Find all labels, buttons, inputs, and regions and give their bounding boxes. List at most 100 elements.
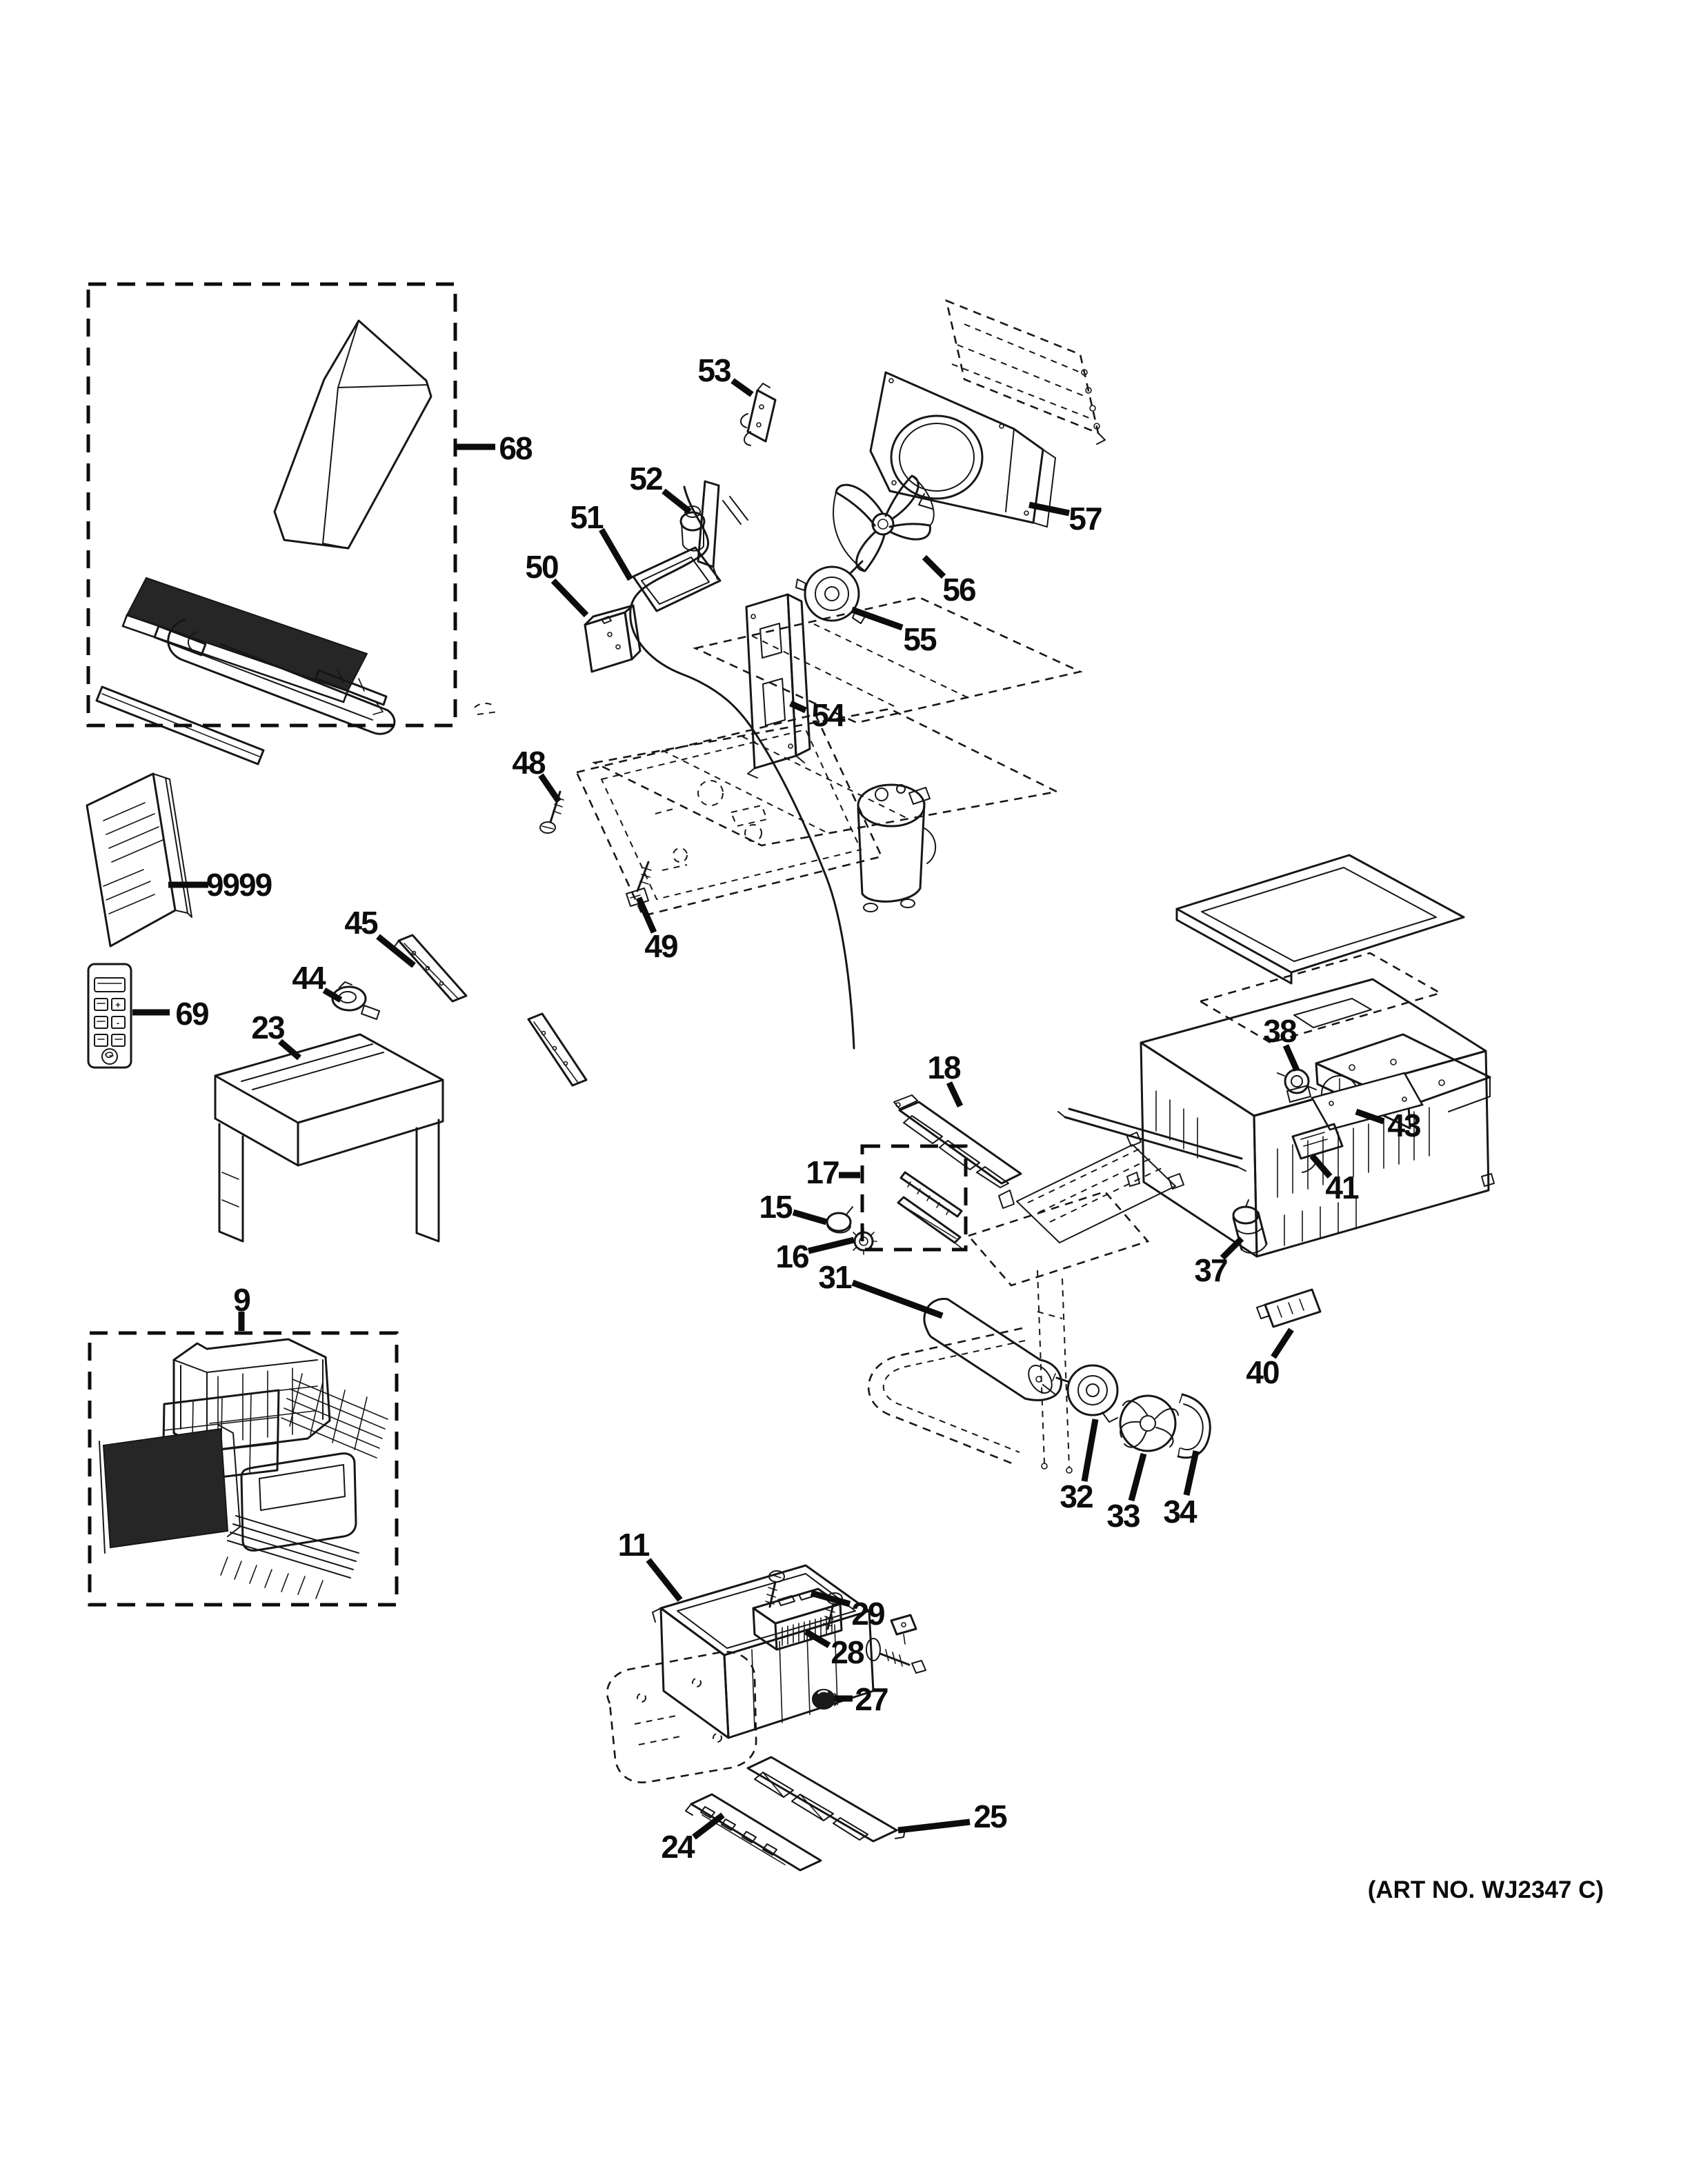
remote-button	[94, 1034, 108, 1047]
callout-53: 53	[697, 352, 754, 397]
leader-line-28	[804, 1629, 831, 1648]
remote-plus-label: +	[115, 1000, 121, 1010]
leader-line-32	[1081, 1419, 1099, 1482]
callout-18: 18	[927, 1050, 964, 1108]
terminal-board-part-40	[1256, 1288, 1322, 1328]
part-number-68: 68	[499, 430, 533, 466]
leader-line-45	[376, 934, 416, 968]
fan-shroud-part-57	[869, 371, 1056, 528]
leader-line-56	[922, 554, 946, 579]
seal-strip-parts	[95, 625, 388, 765]
guide-rail-part	[393, 934, 468, 1003]
part-number-24: 24	[661, 1829, 695, 1865]
callout-48: 48	[512, 745, 561, 803]
leader-line-11	[646, 1558, 683, 1602]
callout-11: 11	[618, 1527, 683, 1602]
leader-line-40	[1271, 1328, 1294, 1359]
leader-line-50	[550, 578, 589, 618]
remote-plus-button	[111, 998, 126, 1011]
part-number-17: 17	[806, 1154, 839, 1190]
callout-37: 37	[1194, 1236, 1244, 1288]
part-number-56: 56	[942, 572, 975, 608]
blower-wheel-part-31	[923, 1298, 1062, 1401]
callout-54: 54	[789, 697, 847, 733]
callout-43: 43	[1355, 1108, 1422, 1143]
callout-45: 45	[344, 905, 416, 968]
part-number-55: 55	[903, 621, 937, 657]
insulation-panel-part	[591, 596, 1084, 847]
group-boxes-layer	[86, 282, 968, 1607]
fan-blade-part-56	[833, 474, 935, 572]
callout-50: 50	[525, 549, 589, 618]
callout-57: 57	[1028, 501, 1103, 537]
leader-line-51	[599, 528, 633, 581]
part-number-29: 29	[851, 1596, 884, 1632]
callout-31: 31	[818, 1259, 944, 1319]
bracket-part-53	[740, 383, 777, 446]
callout-27: 27	[835, 1681, 889, 1717]
callout-40: 40	[1246, 1328, 1294, 1390]
callout-56: 56	[922, 554, 977, 608]
front-panel-part	[240, 1452, 357, 1552]
motor-bracket-part-54	[745, 593, 811, 779]
cabinet-insulation-sheet-part	[1197, 952, 1443, 1044]
leader-line-38	[1282, 1044, 1300, 1072]
callout-38: 38	[1263, 1013, 1300, 1072]
leader-line-25	[897, 1819, 971, 1834]
callout-16: 16	[775, 1236, 855, 1274]
part-number-38: 38	[1263, 1013, 1297, 1049]
part-number-25: 25	[973, 1799, 1007, 1834]
part-number-28: 28	[831, 1634, 864, 1670]
owners-manual-part	[86, 772, 192, 948]
small-clip-part	[474, 703, 499, 715]
part-number-34: 34	[1163, 1494, 1197, 1530]
leader-line-34	[1183, 1450, 1200, 1496]
part-number-16: 16	[775, 1239, 808, 1274]
remote-minus-button	[111, 1016, 126, 1029]
leader-line-15	[792, 1209, 828, 1225]
part-number-54: 54	[811, 697, 846, 733]
part-number-57: 57	[1068, 501, 1102, 537]
part-number-48: 48	[512, 745, 546, 781]
part-number-9999: 9999	[206, 867, 272, 903]
remote-button	[94, 998, 108, 1011]
leader-line-31	[851, 1279, 944, 1319]
capacitor-box-part-50	[584, 604, 642, 673]
fan-hub-part-33	[1119, 1394, 1179, 1452]
callout-9999: 9999	[168, 867, 273, 903]
callout-41: 41	[1309, 1154, 1360, 1205]
cabinet-wrapper-part	[1126, 978, 1495, 1258]
cabinet-top-panel-part	[1175, 854, 1465, 985]
group-box-9	[88, 1331, 399, 1607]
heater-strip-parts-17	[897, 1171, 963, 1249]
callout-69: 69	[132, 996, 210, 1032]
bearing-cap-part-15	[826, 1206, 853, 1234]
leader-line-16	[807, 1236, 855, 1254]
part-number-18: 18	[927, 1050, 961, 1085]
callout-34: 34	[1163, 1450, 1200, 1530]
part-number-45: 45	[344, 905, 378, 941]
part-number-37: 37	[1194, 1252, 1227, 1288]
base-pan-part	[575, 713, 883, 917]
part-number-32: 32	[1060, 1479, 1093, 1514]
display-board-part-24	[685, 1793, 822, 1872]
leader-line-43	[1355, 1108, 1385, 1125]
capacitor-part-37	[1232, 1199, 1268, 1254]
callout-51: 51	[570, 499, 633, 581]
knob-part-27	[812, 1689, 837, 1710]
leader-line-23	[278, 1039, 301, 1061]
callouts-layer: 6899996945442394849505152535455565718171…	[132, 352, 1422, 1865]
slinger-ring-part-34	[1177, 1393, 1211, 1459]
callout-23: 23	[251, 1010, 301, 1061]
leader-line-55	[851, 606, 904, 631]
callout-17: 17	[806, 1154, 860, 1190]
part-number-50: 50	[525, 549, 558, 585]
leader-line-49	[635, 896, 657, 934]
control-board-part-43	[1311, 1072, 1424, 1131]
part-number-44: 44	[292, 960, 326, 996]
part-number-69: 69	[175, 996, 208, 1032]
callout-44: 44	[292, 960, 343, 1003]
callout-33: 33	[1106, 1452, 1147, 1534]
